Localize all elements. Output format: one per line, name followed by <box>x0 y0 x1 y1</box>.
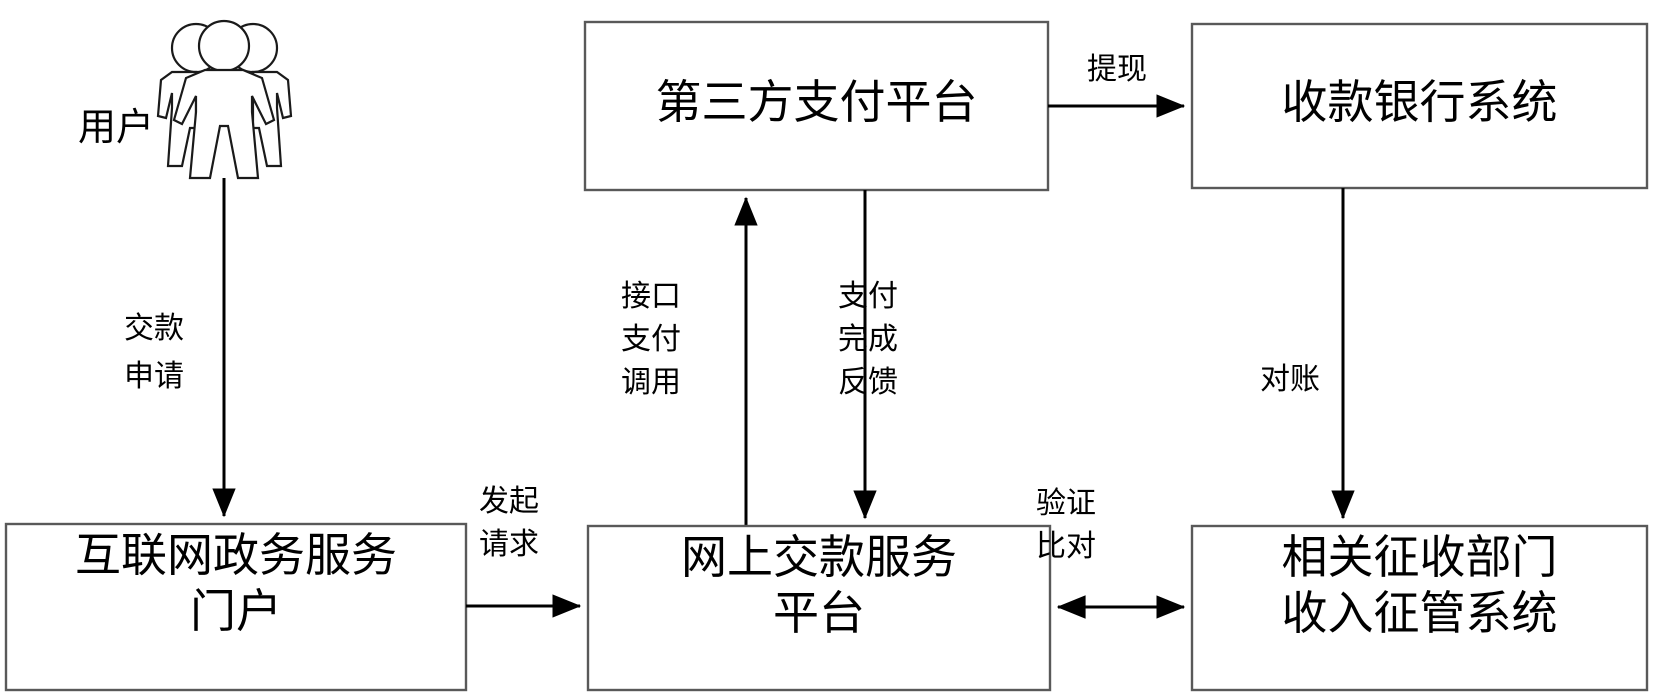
edge-third-party-to-online-platform: 支付 完成 反馈 <box>838 190 898 520</box>
edge-label-initiate-request-line2: 请求 <box>479 528 539 561</box>
edge-label-verify-compare-line2: 比对 <box>1036 530 1096 563</box>
edge-third-party-to-bank: 提现 <box>1048 53 1186 118</box>
node-internet-government-service-portal[interactable]: 互联网政务服务 门户 <box>4 522 468 692</box>
people-group-icon <box>156 19 293 180</box>
actor-label-user: 用户 <box>78 107 154 149</box>
edge-label-user-to-portal-line2: 申请 <box>124 360 184 393</box>
node-label-portal-line1: 互联网政务服务 <box>75 529 397 581</box>
node-label-receiving-bank-system: 收款银行系统 <box>1282 76 1558 128</box>
edge-label-interface-payment-call-line1: 接口 <box>621 280 681 313</box>
node-label-collection-system-line2: 收入征管系统 <box>1282 587 1558 639</box>
node-box-internet-government-service-portal[interactable] <box>4 522 468 692</box>
edge-online-platform-to-third-party: 接口 支付 调用 <box>621 196 758 526</box>
node-revenue-collection-management-system[interactable]: 相关征收部门 收入征管系统 <box>1190 524 1649 692</box>
edge-label-initiate-request-line1: 发起 <box>479 485 539 518</box>
node-box-third-party-payment-platform[interactable] <box>583 20 1050 192</box>
edge-label-payment-complete-feedback-line3: 反馈 <box>838 366 898 399</box>
node-receiving-bank-system[interactable]: 收款银行系统 <box>1190 22 1649 190</box>
edge-label-reconciliation: 对账 <box>1260 363 1320 396</box>
edge-bank-to-collection-system: 对账 <box>1260 188 1355 520</box>
node-box-revenue-collection-management-system[interactable] <box>1190 524 1649 692</box>
node-box-receiving-bank-system[interactable] <box>1190 22 1649 190</box>
node-label-third-party-payment-platform: 第三方支付平台 <box>656 76 978 128</box>
person-figure-center <box>172 19 276 180</box>
node-label-online-platform-line1: 网上交款服务 <box>681 531 957 583</box>
edge-label-verify-compare-line1: 验证 <box>1036 487 1096 520</box>
node-label-collection-system-line1: 相关征收部门 <box>1282 531 1558 583</box>
edge-online-platform-to-collection-system: 验证 比对 <box>1036 487 1186 619</box>
node-box-online-payment-service-platform[interactable] <box>586 524 1052 692</box>
edge-portal-to-online-platform: 发起 请求 <box>466 485 582 618</box>
node-label-portal-line2: 门户 <box>190 585 282 637</box>
edge-user-to-portal: 交款 申请 <box>124 178 236 518</box>
node-label-online-platform-line2: 平台 <box>773 587 865 639</box>
edge-label-interface-payment-call-line2: 支付 <box>621 323 681 356</box>
edge-label-payment-complete-feedback-line2: 完成 <box>838 323 898 356</box>
node-third-party-payment-platform[interactable]: 第三方支付平台 <box>583 20 1050 192</box>
edge-label-user-to-portal-line1: 交款 <box>124 312 184 345</box>
edge-label-withdrawal: 提现 <box>1087 53 1147 86</box>
edge-label-payment-complete-feedback-line1: 支付 <box>838 280 898 313</box>
node-online-payment-service-platform[interactable]: 网上交款服务 平台 <box>586 524 1052 692</box>
edge-label-interface-payment-call-line3: 调用 <box>621 366 681 399</box>
